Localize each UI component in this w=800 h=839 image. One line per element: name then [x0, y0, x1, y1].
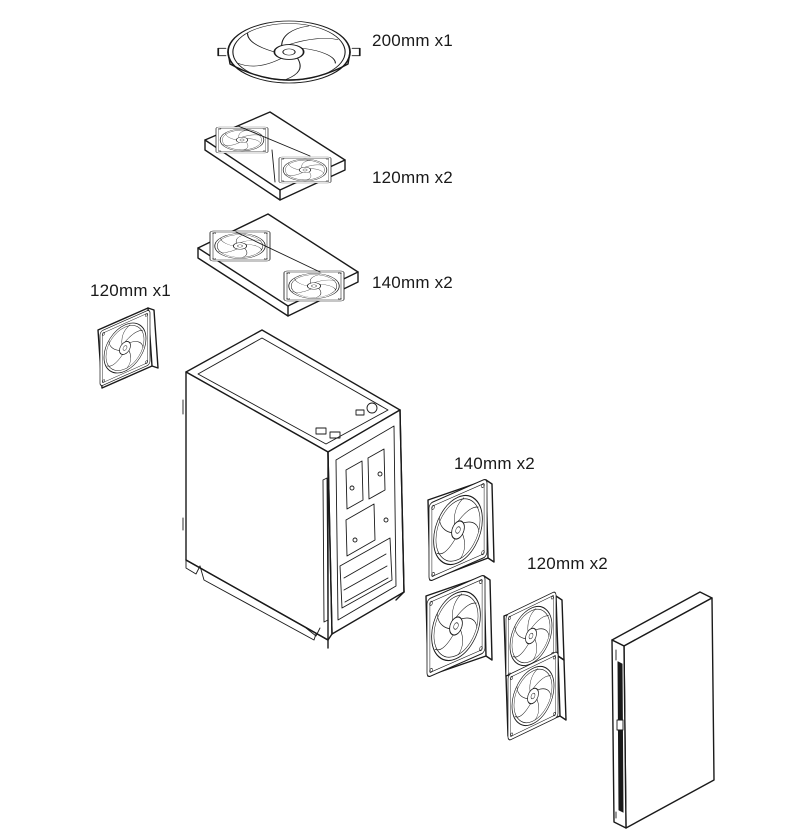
pc-case	[182, 329, 405, 649]
fans-140mm-top	[197, 213, 359, 317]
front-io-panel	[315, 402, 378, 439]
label-120mm-front: 120mm x2	[527, 554, 608, 573]
front-panel	[611, 591, 715, 829]
label-140mm-top: 140mm x2	[372, 273, 453, 292]
fan-120mm-rear	[97, 307, 159, 389]
fan-200mm-top	[217, 20, 361, 84]
label-120mm-top: 120mm x2	[372, 168, 453, 187]
label-140mm-front: 140mm x2	[454, 454, 535, 473]
label-120mm-rear: 120mm x1	[90, 281, 171, 300]
fans-120mm-top	[204, 111, 346, 201]
fan-200mm-frame-edge	[227, 51, 351, 81]
fans-140mm-front	[425, 477, 495, 679]
fans-120mm-front	[503, 590, 567, 742]
label-200mm-top: 200mm x1	[372, 31, 453, 50]
